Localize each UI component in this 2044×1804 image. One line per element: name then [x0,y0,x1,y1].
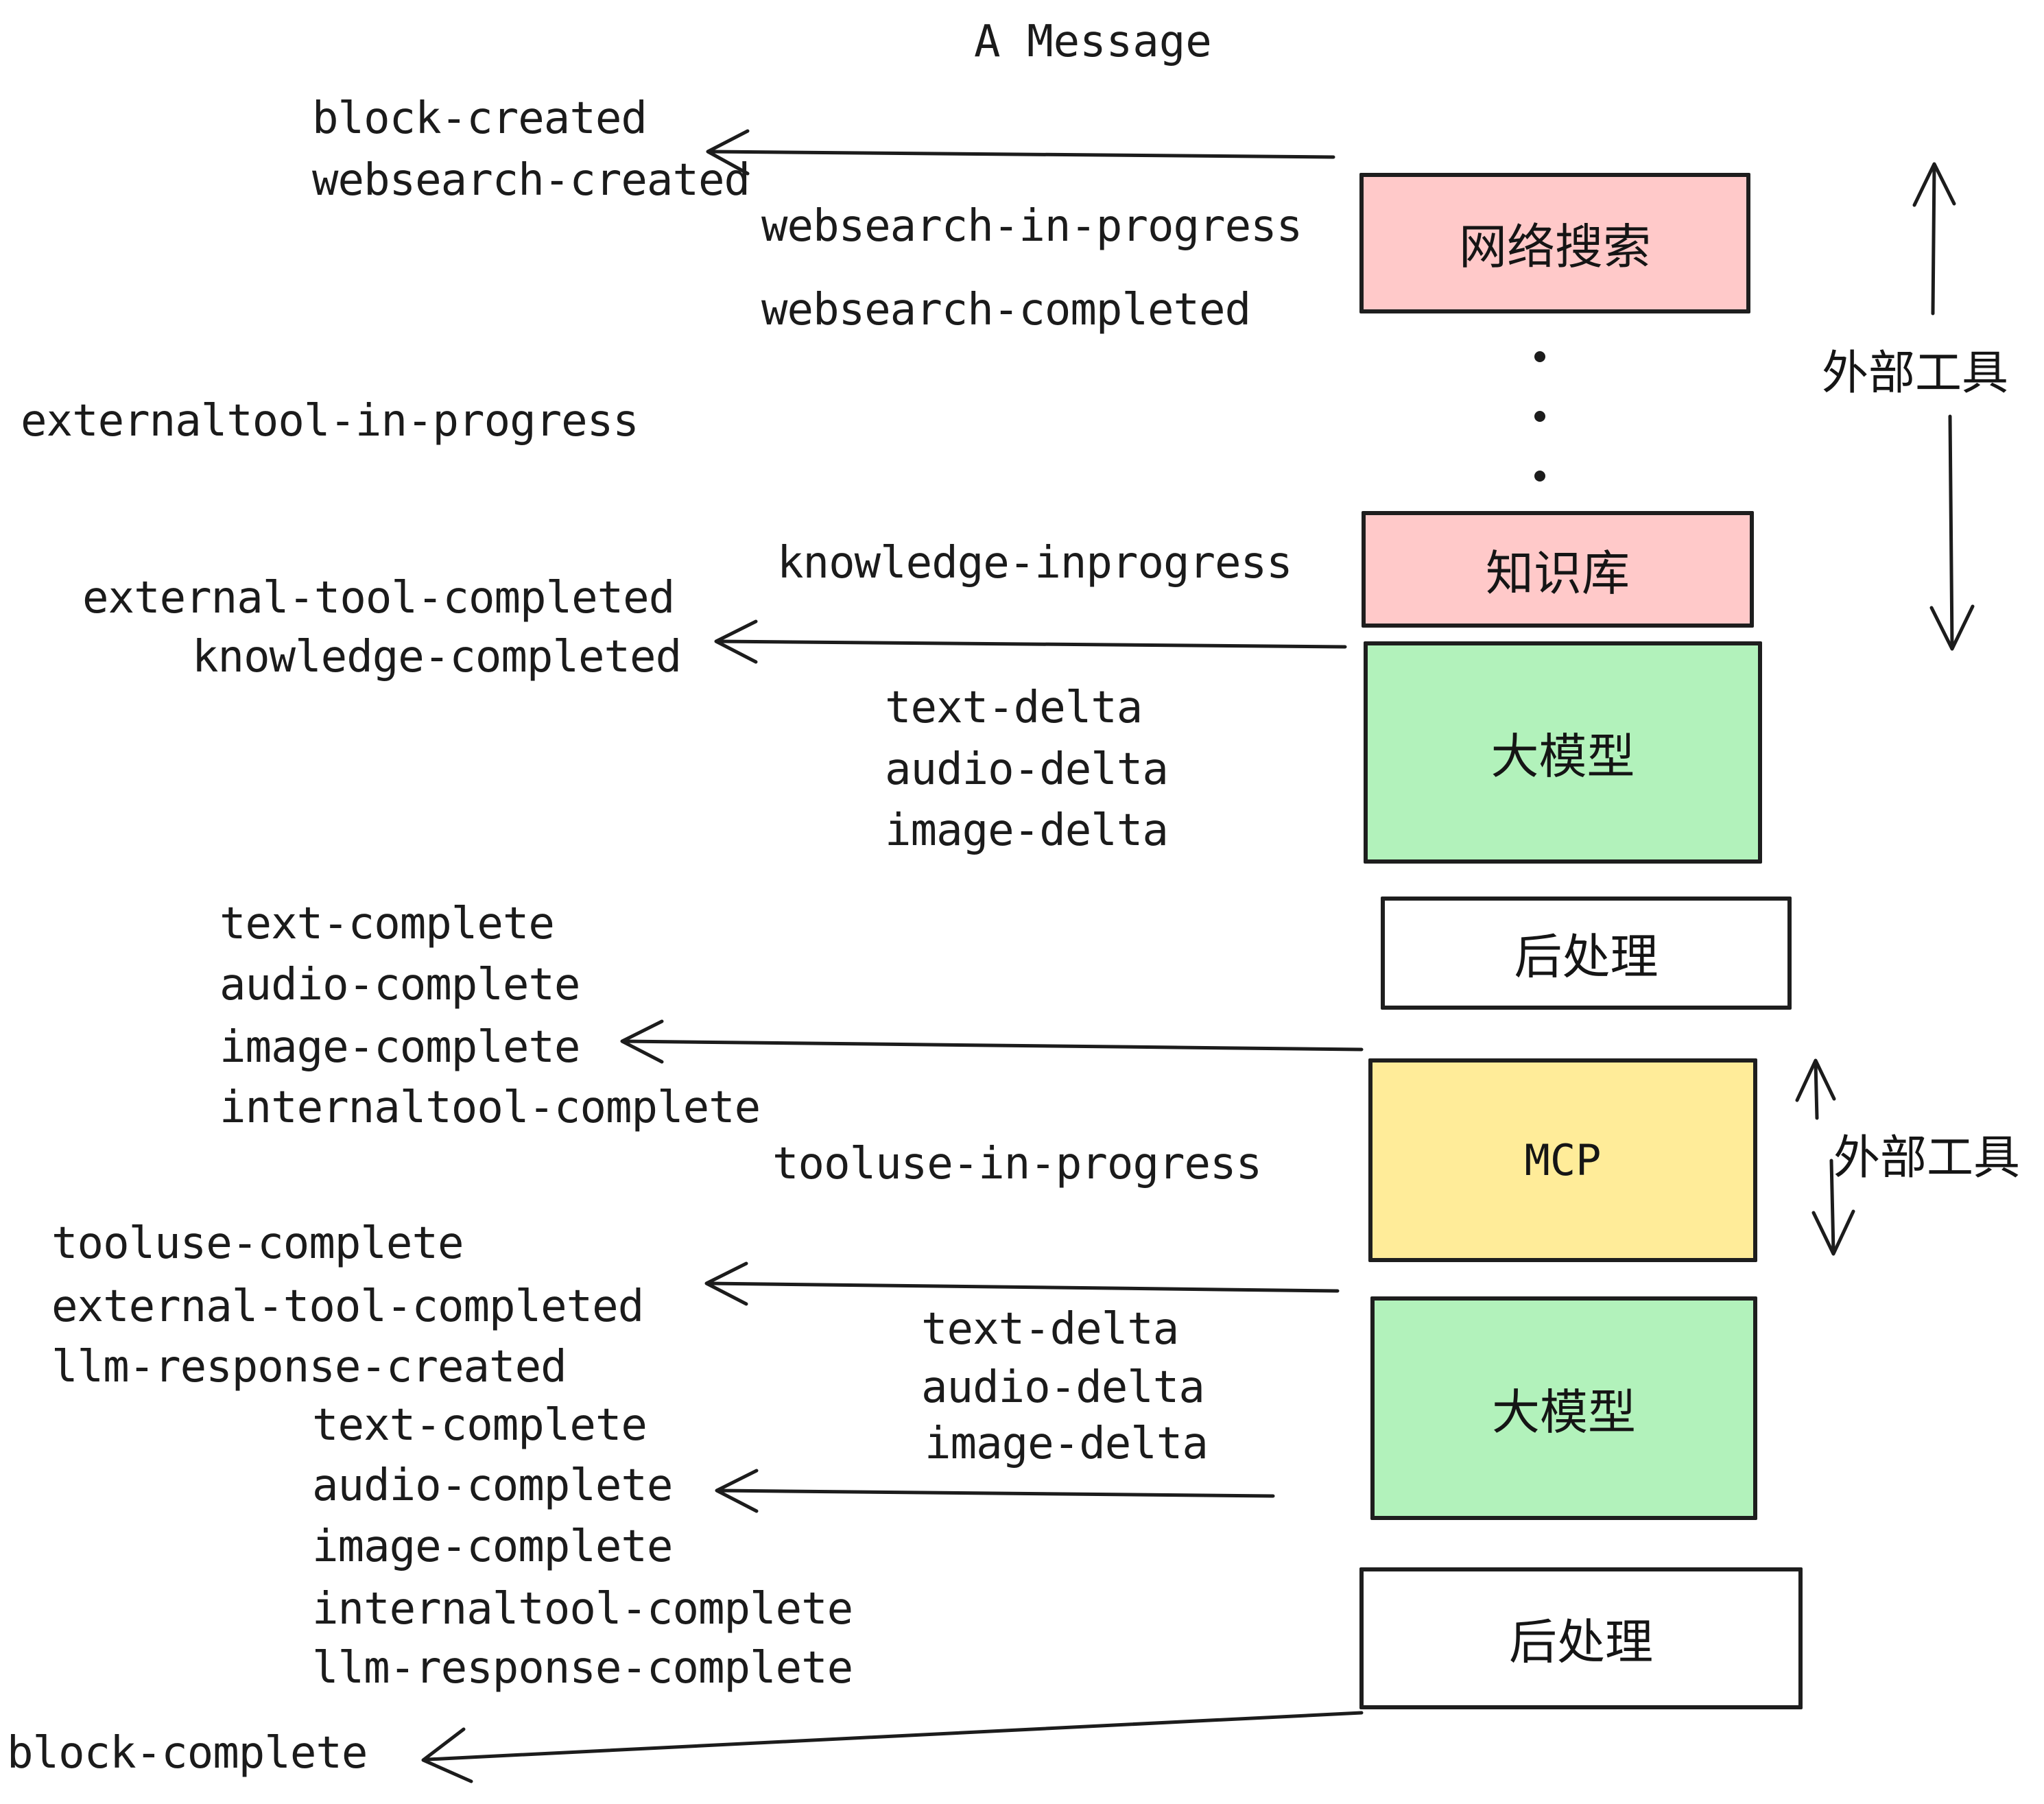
box-mcp-label: MCP [1524,1135,1602,1185]
event-externaltool-in-progress: externaltool-in-progress [21,396,639,447]
arrow-to-image-complete [620,1019,1364,1064]
arrow-to-block-created [706,129,1335,176]
box-mcp: MCP [1368,1058,1757,1262]
ellipsis-dots [1534,351,1545,482]
event-text-complete-2: text-complete [312,1400,647,1451]
event-image-complete-2: image-complete [312,1521,673,1572]
event-text-complete-1: text-complete [219,899,555,949]
box-llm-2-label: 大模型 [1492,1384,1636,1440]
box-postprocess-2: 后处理 [1359,1567,1803,1709]
event-image-complete-1: image-complete [219,1022,580,1073]
event-llm-response-created: llm-response-created [51,1342,567,1392]
event-websearch-in-progress: websearch-in-progress [761,201,1303,252]
event-tooluse-in-progress: tooluse-in-progress [772,1139,1262,1189]
external-tools-label-2: 外部工具 [1833,1131,2021,1185]
external-tools-down-arrow-1 [1929,414,1975,651]
event-websearch-completed: websearch-completed [761,285,1251,335]
arrow-to-audio-complete [715,1469,1275,1513]
external-tools-label-1: 外部工具 [1822,346,2009,401]
box-llm-2: 大模型 [1370,1296,1757,1520]
event-text-delta-2: text-delta [921,1304,1179,1355]
event-external-tool-completed-1: external-tool-completed [82,573,675,624]
event-tooluse-complete: tooluse-complete [51,1218,464,1269]
event-external-tool-completed-2: external-tool-completed [51,1281,644,1332]
page-title: A Message [974,16,1212,67]
event-image-delta-2: image-delta [925,1419,1209,1469]
event-audio-delta-1: audio-delta [885,744,1169,795]
event-image-delta-1: image-delta [885,805,1169,856]
event-block-complete: block-complete [7,1728,368,1779]
box-knowledge: 知识库 [1362,511,1754,628]
arrow-to-tooluse-complete [704,1261,1340,1306]
box-postprocess-1-label: 后处理 [1514,929,1659,985]
event-internaltool-complete-2: internaltool-complete [312,1584,853,1635]
box-knowledge-label: 知识库 [1486,545,1630,602]
event-block-created: block-created [312,93,647,144]
event-llm-response-complete: llm-response-complete [312,1643,853,1694]
event-internaltool-complete-1: internaltool-complete [219,1082,761,1133]
box-postprocess-2-label: 后处理 [1509,1614,1653,1670]
arrow-to-block-complete [421,1711,1364,1783]
event-audio-delta-2: audio-delta [921,1362,1205,1413]
box-llm-1: 大模型 [1364,641,1762,864]
box-websearch: 网络搜索 [1359,173,1750,313]
event-text-delta-1: text-delta [885,683,1143,733]
box-postprocess-1: 后处理 [1381,897,1792,1010]
event-audio-complete-2: audio-complete [312,1460,673,1511]
event-knowledge-inprogress: knowledge-inprogress [777,538,1293,589]
box-websearch-label: 网络搜索 [1459,219,1651,275]
event-knowledge-completed: knowledge-completed [192,632,682,683]
external-tools-up-arrow-1 [1912,162,1956,316]
box-llm-1-label: 大模型 [1490,728,1635,785]
event-audio-complete-1: audio-complete [219,960,580,1010]
external-tools-up-arrow-2 [1795,1058,1836,1120]
arrow-to-knowledge-completed [714,619,1347,664]
event-websearch-created: websearch-created [312,155,750,206]
